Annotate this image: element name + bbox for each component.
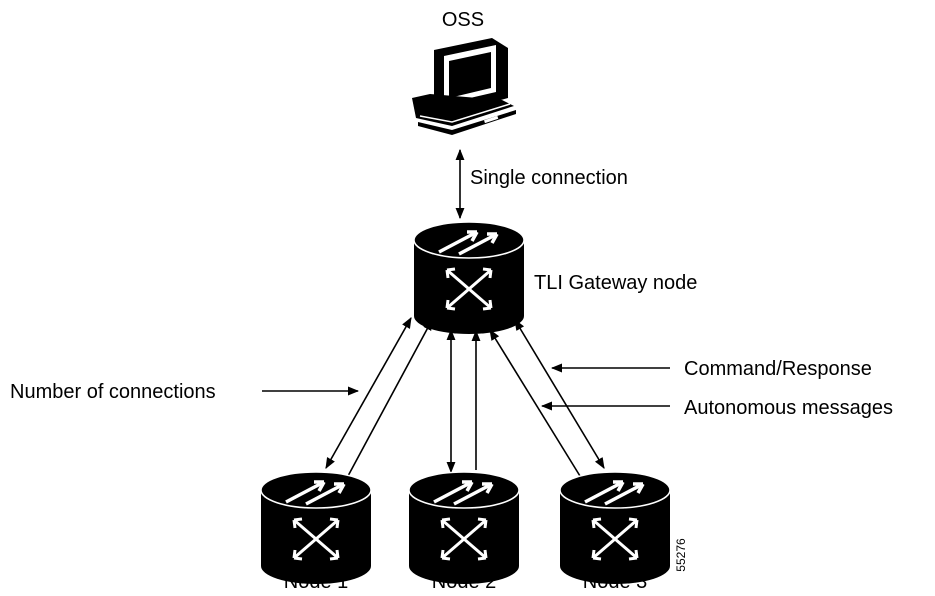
node1-link-a	[325, 317, 412, 469]
node3-router-icon	[558, 470, 672, 586]
node2-router-icon	[407, 470, 521, 586]
command-response-label: Command/Response	[684, 358, 872, 380]
figure-id: 55276	[674, 538, 688, 572]
node3-link-b	[514, 319, 605, 469]
node1-label: Node 1	[284, 571, 349, 593]
oss-label: OSS	[442, 9, 484, 31]
node1-router-icon	[259, 470, 373, 586]
single-connection-label: Single connection	[470, 167, 628, 189]
gateway-label: TLI Gateway node	[534, 272, 697, 294]
number-of-connections-label: Number of connections	[10, 381, 216, 403]
gateway-router-icon	[412, 220, 526, 336]
computer-terminal-icon	[412, 38, 516, 135]
autonomous-messages-label: Autonomous messages	[684, 397, 893, 419]
node2-label: Node 2	[432, 571, 497, 593]
node1-link-b	[347, 319, 433, 477]
node3-label: Node 3	[583, 571, 648, 593]
